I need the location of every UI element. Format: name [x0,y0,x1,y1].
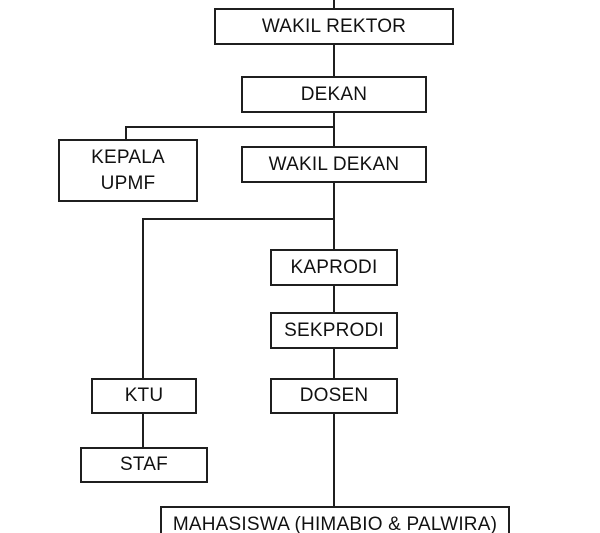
label-kepala-upmf-line1: KEPALA [91,146,165,168]
label-sekprodi: SEKPRODI [284,319,384,341]
box-dekan: DEKAN [241,76,427,113]
label-kaprodi: KAPRODI [290,256,378,278]
box-dosen: DOSEN [270,378,398,414]
label-dekan: DEKAN [300,83,368,105]
label-dosen: DOSEN [299,385,369,407]
label-mahasiswa: MAHASISWA (HIMABIO & PALWIRA) [172,514,498,533]
box-wakil-rektor: WAKIL REKTOR [214,8,454,45]
label-staf: STAF [120,454,168,476]
label-wakil-dekan: WAKIL DEKAN [268,153,400,175]
label-wakil-rektor: WAKIL REKTOR [261,15,407,37]
box-staf: STAF [80,447,208,483]
box-kepala-upmf: KEPALA UPMF [58,139,198,202]
box-kaprodi: KAPRODI [270,249,398,286]
box-wakil-dekan: WAKIL DEKAN [241,146,427,183]
label-ktu: KTU [124,385,164,407]
box-sekprodi: SEKPRODI [270,312,398,349]
label-kepala-upmf-line2: UPMF [100,172,156,194]
box-ktu: KTU [91,378,197,414]
box-mahasiswa: MAHASISWA (HIMABIO & PALWIRA) [160,506,510,533]
